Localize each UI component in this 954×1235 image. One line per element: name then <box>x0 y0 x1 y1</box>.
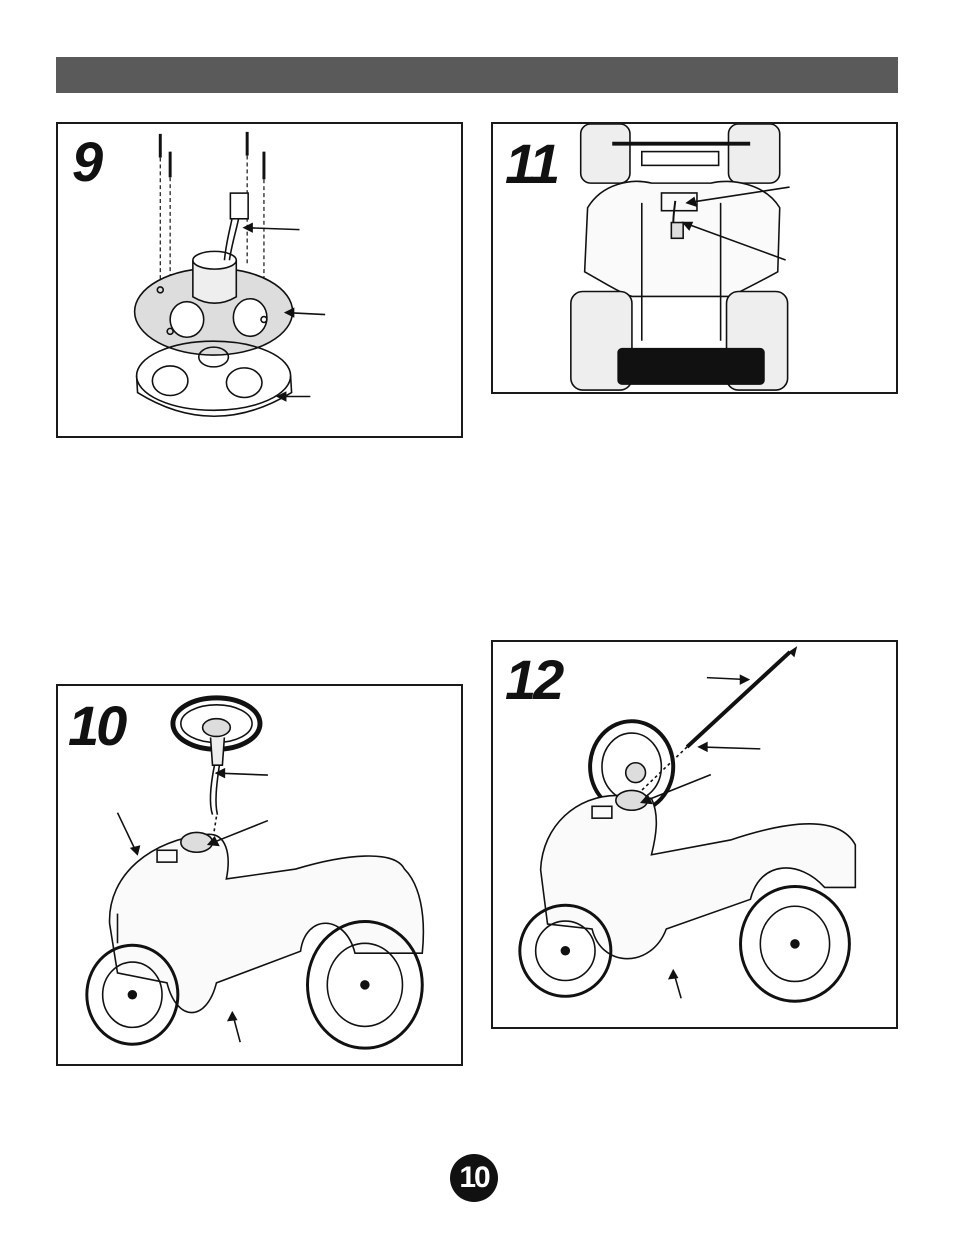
step-9-number: 9 <box>72 134 100 190</box>
rear-wheel-icon <box>741 886 850 1001</box>
step-12-panel: 12 <box>491 640 898 1029</box>
step-9-panel: 9 <box>56 122 463 438</box>
screw-icon <box>160 132 264 179</box>
page-number-badge: 10 <box>450 1154 498 1202</box>
steering-wheel-icon <box>173 698 260 765</box>
step-12-number: 12 <box>505 652 561 708</box>
step-11-number: 11 <box>505 136 557 192</box>
header-bar <box>56 57 898 93</box>
step-9-illustration <box>58 124 461 436</box>
step-10-panel: 10 <box>56 684 463 1066</box>
step-11-panel: 11 <box>491 122 898 394</box>
step-10-number: 10 <box>68 698 124 754</box>
